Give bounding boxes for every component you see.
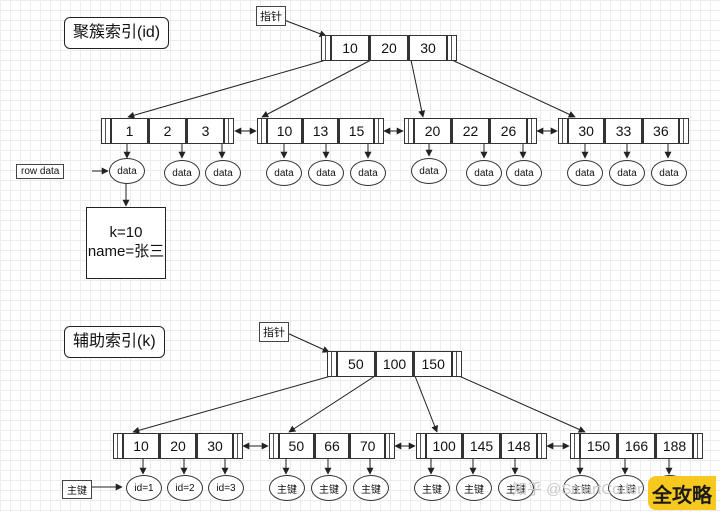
primary-key-label: 主键 xyxy=(62,480,92,499)
clustered-leaf-key: 30 xyxy=(568,119,605,143)
data-oval: data xyxy=(350,160,386,186)
primary-key-oval: 主键 xyxy=(269,475,305,501)
clustered-pointer-arrow xyxy=(283,19,327,38)
data-oval: data xyxy=(308,160,344,186)
clustered-leaf-key: 22 xyxy=(451,119,489,143)
data-oval: data xyxy=(506,160,542,186)
secondary-leaf-node-2: 50 66 70 xyxy=(269,433,395,459)
watermark: 知乎 @SmartCoder xyxy=(512,481,643,498)
data-oval: data xyxy=(651,160,687,186)
id-oval: id=3 xyxy=(208,475,244,501)
data-oval: data xyxy=(609,160,645,186)
clustered-leaf-node-2: 10 13 15 xyxy=(257,118,384,144)
clustered-leaf-key: 20 xyxy=(414,119,451,143)
secondary-pointer-arrow xyxy=(286,332,330,353)
clustered-leaf-node-1: 1 2 3 xyxy=(101,118,234,144)
primary-key-oval: 主键 xyxy=(563,475,599,501)
clustered-root-link-4 xyxy=(451,59,576,118)
primary-key-oval: 主键 xyxy=(498,475,534,501)
record-line-name: name=张三 xyxy=(87,243,165,260)
secondary-root-node: 50 100 150 xyxy=(327,351,462,377)
clustered-leaf-key: 13 xyxy=(302,119,338,143)
secondary-root-key: 50 xyxy=(337,352,375,376)
data-oval: data xyxy=(109,158,145,184)
primary-key-oval: 主键 xyxy=(353,475,389,501)
secondary-leaf-key: 20 xyxy=(159,434,196,458)
clustered-leaf-key: 2 xyxy=(148,119,186,143)
clustered-pointer-label: 指针 xyxy=(256,6,286,26)
secondary-leaf-key: 145 xyxy=(462,434,500,458)
clustered-root-link-3 xyxy=(410,59,426,118)
row-data-label: row data xyxy=(16,164,65,179)
secondary-leaf-key: 66 xyxy=(313,434,350,458)
primary-key-oval: 主键 xyxy=(456,475,492,501)
clustered-root-key: 30 xyxy=(408,36,447,60)
id-oval: id=2 xyxy=(167,475,203,501)
secondary-leaf-key: 50 xyxy=(279,434,314,458)
clustered-leaf-key: 3 xyxy=(186,119,224,143)
clustered-leaf-key: 36 xyxy=(641,119,679,143)
data-oval: data xyxy=(411,158,447,184)
id-oval: id=1 xyxy=(126,475,162,501)
row-record-box: k=10 name=张三 xyxy=(86,207,166,279)
clustered-leaf-node-4: 30 33 36 xyxy=(558,118,689,144)
secondary-root-key: 100 xyxy=(374,352,414,376)
data-oval: data xyxy=(567,160,603,186)
secondary-root-link-2 xyxy=(288,375,376,433)
primary-key-oval: 主键 xyxy=(414,475,450,501)
clustered-leaf-key: 1 xyxy=(111,119,148,143)
data-oval: data xyxy=(205,160,241,186)
primary-key-oval: 主键 xyxy=(311,475,347,501)
secondary-pointer-label: 指针 xyxy=(259,322,289,342)
secondary-root-link-3 xyxy=(414,375,438,433)
secondary-leaf-key: 166 xyxy=(617,434,655,458)
secondary-root-key: 150 xyxy=(413,352,453,376)
secondary-leaf-key: 70 xyxy=(349,434,386,458)
clustered-leaf-key: 33 xyxy=(604,119,642,143)
secondary-leaf-node-1: 10 20 30 xyxy=(113,433,243,459)
clustered-leaf-key: 10 xyxy=(267,119,302,143)
clustered-root-link-1 xyxy=(127,59,327,119)
clustered-index-title: 聚簇索引(id) xyxy=(64,17,170,49)
clustered-root-key: 10 xyxy=(331,36,369,60)
secondary-leaf-node-4: 150 166 188 xyxy=(570,433,703,459)
secondary-index-title: 辅助索引(k) xyxy=(64,326,165,358)
secondary-leaf-key: 148 xyxy=(499,434,537,458)
record-line-k: k=10 xyxy=(109,224,143,242)
secondary-leaf-key: 30 xyxy=(196,434,233,458)
data-oval: data xyxy=(164,160,200,186)
secondary-leaf-key: 10 xyxy=(123,434,159,458)
secondary-leaf-key: 150 xyxy=(580,434,617,458)
clustered-root-node: 10 20 30 xyxy=(321,35,457,61)
secondary-root-link-4 xyxy=(458,375,586,433)
clustered-leaf-key: 15 xyxy=(338,119,374,143)
data-oval: data xyxy=(466,160,502,186)
secondary-leaf-node-3: 100 145 148 xyxy=(416,433,547,459)
brand-badge: 全攻略 xyxy=(648,476,716,510)
secondary-leaf-key: 100 xyxy=(426,434,463,458)
secondary-root-link-1 xyxy=(132,375,332,434)
clustered-leaf-node-3: 20 22 26 xyxy=(404,118,537,144)
clustered-root-key: 20 xyxy=(369,36,408,60)
clustered-leaf-key: 26 xyxy=(489,119,527,143)
secondary-leaf-key: 188 xyxy=(655,434,693,458)
primary-key-oval: 主键 xyxy=(608,475,644,501)
clustered-root-link-2 xyxy=(261,59,372,118)
data-oval: data xyxy=(266,160,302,186)
